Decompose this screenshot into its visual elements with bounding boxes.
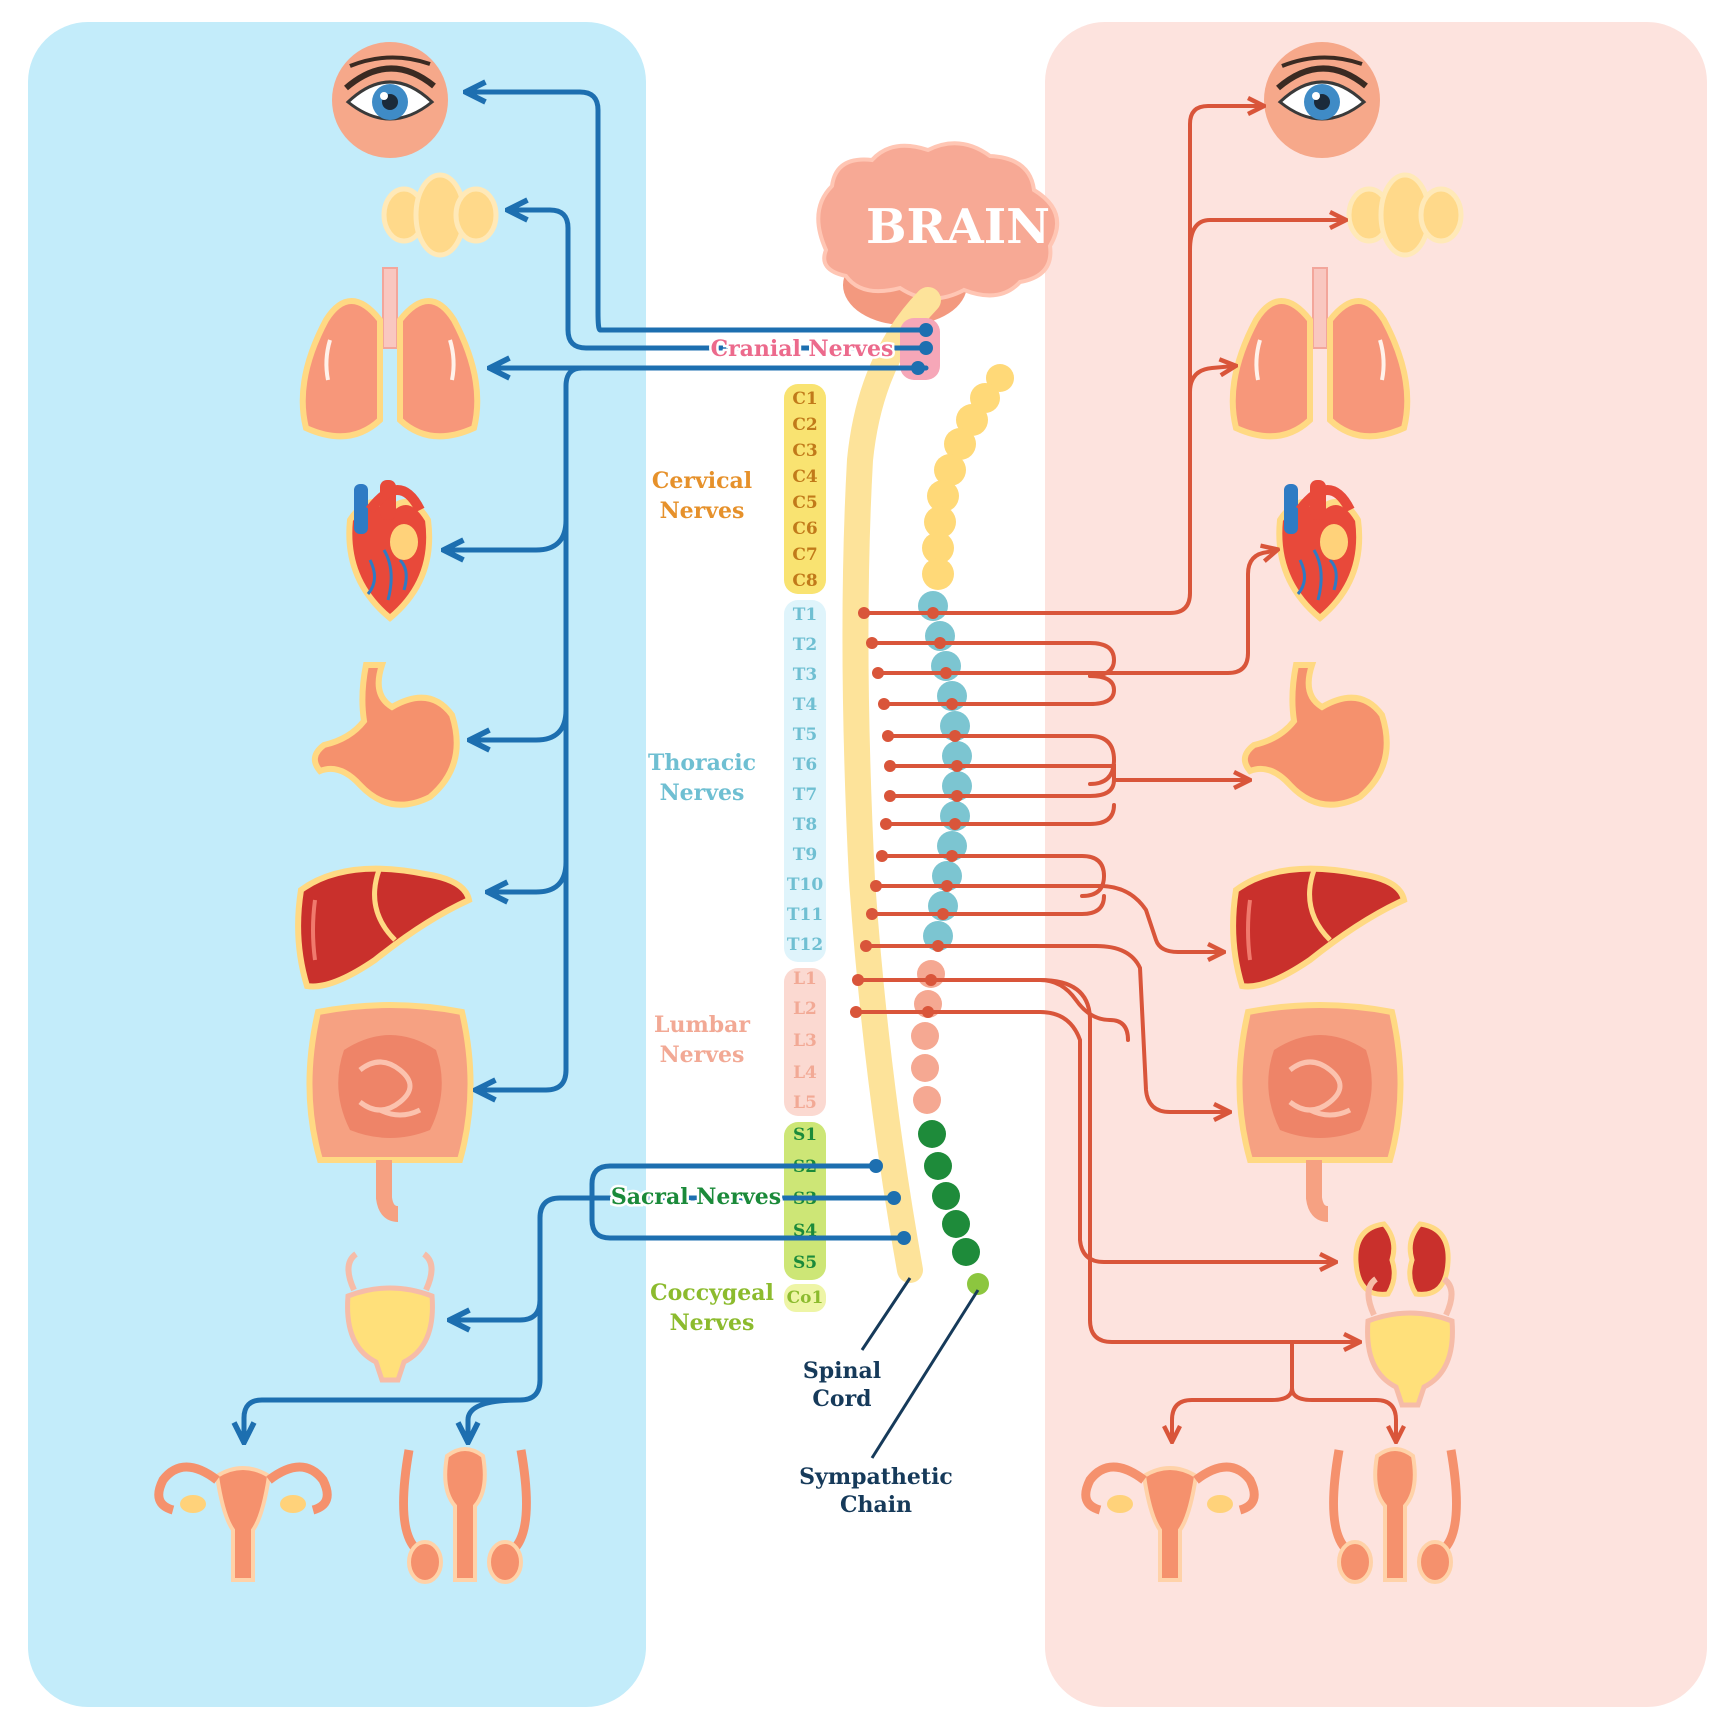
segment-label: T5 xyxy=(793,725,817,745)
sympathetic-chain-label: Chain xyxy=(840,1492,912,1518)
parasympathetic-panel xyxy=(28,22,646,1707)
sympathetic-nerves xyxy=(854,106,1396,1440)
segment-label: C8 xyxy=(792,571,817,591)
segment-label: L5 xyxy=(793,1093,817,1113)
spinal-cord-label: Cord xyxy=(812,1386,871,1412)
lumbar-segments: L1 L2 L3 L4 L5 xyxy=(793,969,817,1113)
parasympathetic-nerve-endings xyxy=(869,323,933,1245)
segment-label: C2 xyxy=(792,415,817,435)
sympathetic-chain-pointer xyxy=(870,1289,980,1459)
brain-label: BRAIN xyxy=(866,199,1050,255)
spinal-cord-label: Spinal xyxy=(803,1358,881,1384)
segment-label: T10 xyxy=(787,875,823,895)
segment-label: T7 xyxy=(793,785,817,805)
segment-label: T2 xyxy=(793,635,817,655)
coccygeal-nerves-label: Nerves xyxy=(670,1310,755,1336)
sympathetic-chain-shape xyxy=(911,364,1014,1295)
eye-icon xyxy=(332,42,448,158)
segment-label: T9 xyxy=(793,845,817,865)
thoracic-segments: T1 T2 T3 T4 T5 T6 T7 T8 T9 T10 T11 T12 xyxy=(787,605,823,955)
segment-label: L2 xyxy=(793,999,817,1019)
segment-label: T8 xyxy=(793,815,817,835)
segment-label: T3 xyxy=(793,665,817,685)
sympathetic-nerve-endings xyxy=(850,607,963,1018)
cervical-nerves-label: Cervical xyxy=(652,468,752,494)
cranial-nerves-label: Cranial Nerves xyxy=(711,336,894,362)
lumbar-nerves-label: Nerves xyxy=(660,1042,745,1068)
segment-label: T4 xyxy=(793,695,818,715)
lacrimal-gland-icon xyxy=(1349,175,1461,255)
spinal-cord-pointer xyxy=(860,1277,912,1351)
cervical-nerves-label: Nerves xyxy=(660,498,745,524)
spinal-cord-shape xyxy=(842,287,941,1283)
sympathetic-chain-label: Sympathetic xyxy=(799,1464,953,1490)
segment-label: L3 xyxy=(793,1031,817,1051)
segment-label: C1 xyxy=(792,389,817,409)
sacral-nerves-label: Sacral Nerves xyxy=(611,1184,781,1210)
sympathetic-panel xyxy=(1045,22,1707,1707)
segment-label: C4 xyxy=(792,467,818,487)
segment-label: C7 xyxy=(792,545,817,565)
segment-label: L4 xyxy=(793,1063,817,1083)
segment-label: C5 xyxy=(792,493,817,513)
segment-label: T1 xyxy=(793,605,817,625)
segment-label: L1 xyxy=(793,969,817,989)
eye-icon xyxy=(1264,42,1380,158)
thoracic-nerves-label: Thoracic xyxy=(648,750,756,776)
lumbar-nerves-label: Lumbar xyxy=(654,1012,750,1038)
segment-label: S1 xyxy=(793,1125,817,1145)
thoracic-nerves-label: Nerves xyxy=(660,780,745,806)
coccygeal-nerves-label: Coccygeal xyxy=(650,1280,774,1306)
segment-label: S5 xyxy=(793,1253,817,1273)
parasympathetic-nerves xyxy=(244,92,929,1440)
segment-label: T6 xyxy=(793,755,817,775)
cervical-segments: C1 C2 C3 C4 C5 C6 C7 C8 xyxy=(792,389,818,591)
segment-label: T11 xyxy=(787,905,823,925)
lacrimal-gland-icon xyxy=(384,175,496,255)
segment-label: C6 xyxy=(792,519,817,539)
segment-label: T12 xyxy=(787,935,823,955)
segment-label: C3 xyxy=(792,441,817,461)
segment-label: Co1 xyxy=(787,1288,824,1308)
